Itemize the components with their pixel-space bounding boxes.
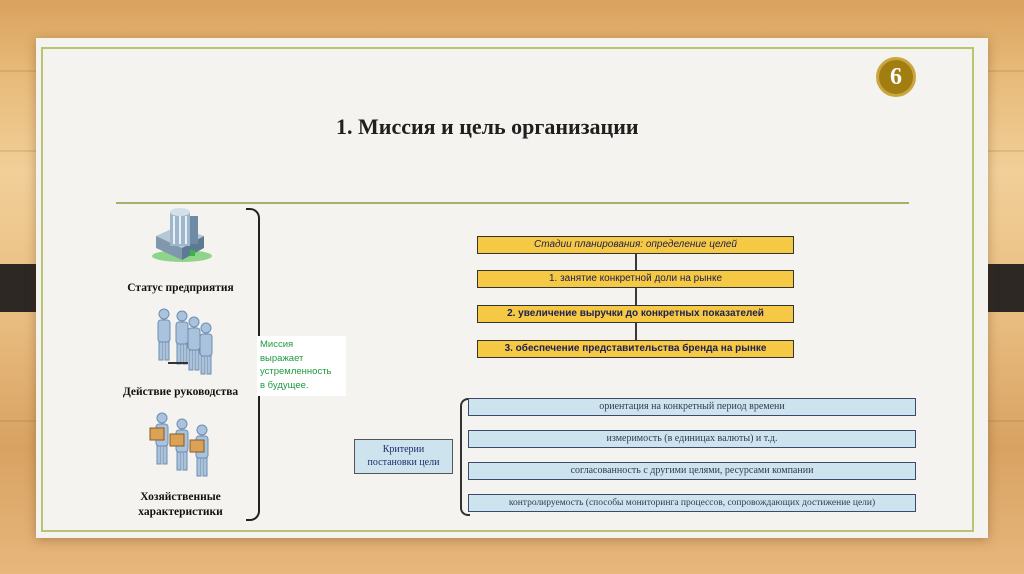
mission-line: устремленность <box>260 366 332 377</box>
criteria-item-1: ориентация на конкретный период времени <box>468 398 916 416</box>
slide-frame <box>41 47 974 532</box>
page-number-badge: 6 <box>876 57 916 97</box>
economic-label-line2: характеристики <box>138 506 223 518</box>
criteria-label-line1: Критерии <box>382 444 425 455</box>
mission-note: Миссия выражает устремленность в будущее… <box>257 336 346 396</box>
economic-label: Хозяйственные характеристики <box>108 490 253 520</box>
economic-label-line1: Хозяйственные <box>140 491 221 503</box>
stage-item-3: 3. обеспечение представительства бренда … <box>477 340 794 358</box>
stage-item-2: 2. увеличение выручки до конкретных пока… <box>477 305 794 323</box>
status-label: Статус предприятия <box>127 282 234 294</box>
criteria-bracket <box>460 398 470 516</box>
stage-connector <box>635 254 637 348</box>
criteria-item-4: контролируемость (способы мониторинга пр… <box>468 494 916 512</box>
criteria-item-2: измеримость (в единицах валюты) и т.д. <box>468 430 916 448</box>
mission-line: в будущее. <box>260 379 309 391</box>
workers-boxes-icon <box>149 412 209 477</box>
slide-title: 1. Миссия и цель организации <box>336 114 639 139</box>
criteria-label-line2: постановки цели <box>367 457 440 468</box>
stage-item-1: 1. занятие конкретной доли на рынке <box>477 270 794 288</box>
people-icon <box>157 308 213 375</box>
management-label: Действие руководства <box>122 386 239 398</box>
title-divider <box>116 202 909 204</box>
building-icon <box>152 208 212 262</box>
mission-line: выражает <box>260 352 304 364</box>
mission-line: Миссия <box>260 339 294 350</box>
stage-header: Стадии планирования: определение целей <box>477 236 794 254</box>
criteria-item-3: согласованность с другими целями, ресурс… <box>468 462 916 480</box>
slide: 6 1. Миссия и цель организации Статус пр… <box>36 38 988 538</box>
criteria-label-box: Критерии постановки цели <box>354 439 453 474</box>
